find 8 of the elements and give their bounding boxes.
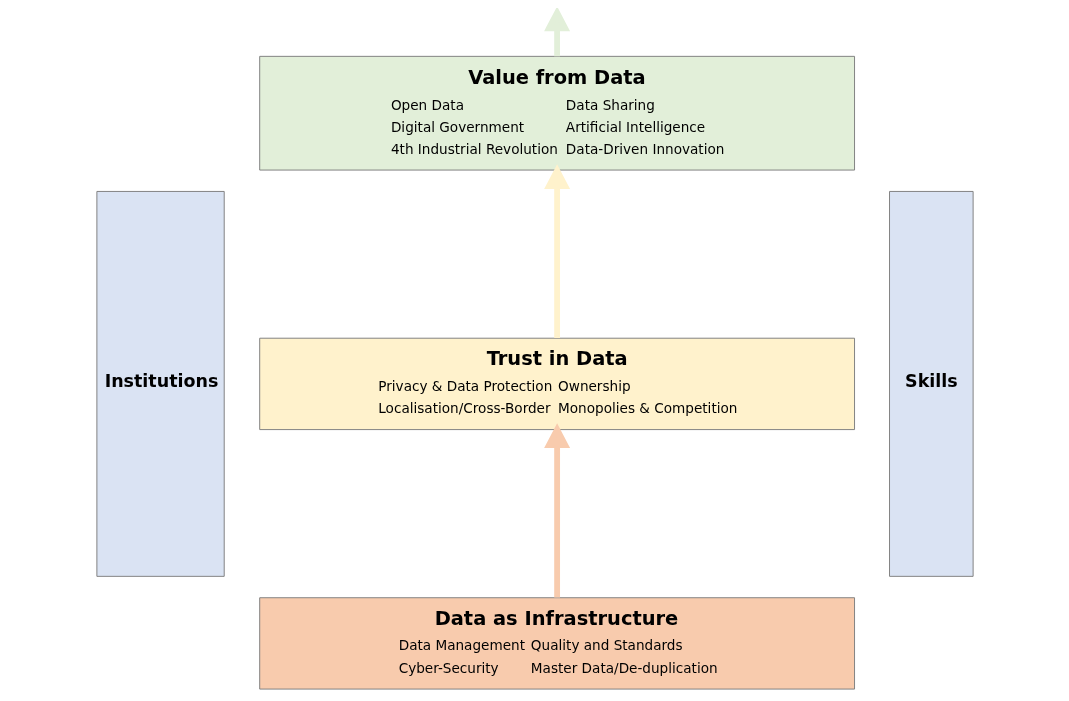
node-box: Institutions	[95, 190, 225, 577]
node-box: Data as Infrastructure Data Management Quality and Standards Cyber-Security Master Data/De-duplication	[258, 597, 855, 690]
node-box: Trust in Data Privacy & Data Protection Ownership Localisation/Cross-Border Monopolies & Competition	[258, 337, 855, 431]
arrow	[543, 423, 570, 598]
arrow	[543, 164, 570, 338]
node-box: Value from Data Open Data Data Sharing Digital Government Artificial Intelligence 4th Industrial Revolution Data-Driven Innovation	[258, 55, 855, 171]
node-box: Skills	[888, 190, 974, 577]
arrow	[543, 8, 570, 57]
